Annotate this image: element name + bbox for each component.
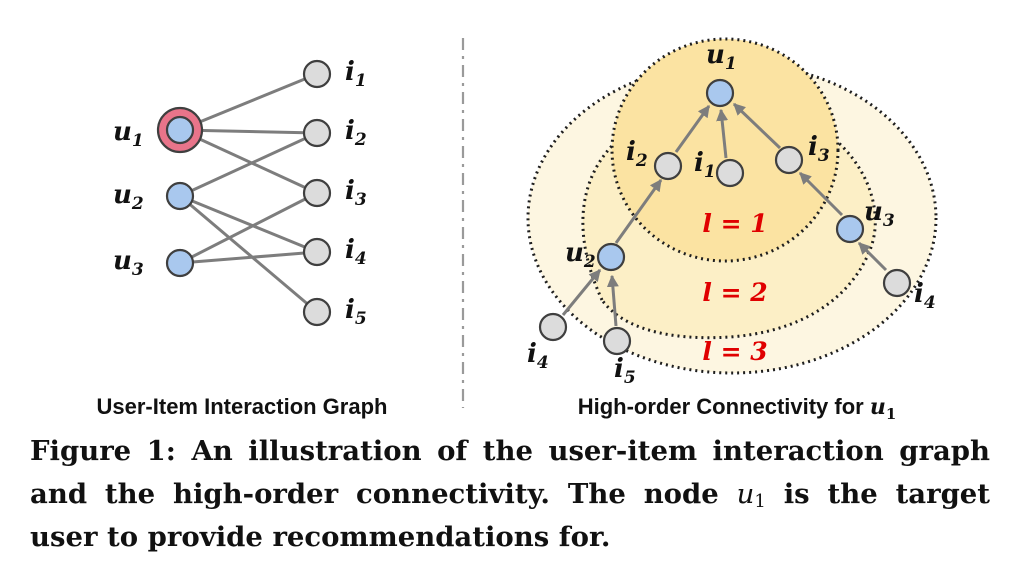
user-label-u1: u1 <box>113 117 144 151</box>
tree-item-node-i5 <box>602 326 632 356</box>
figure-caption: Figure 1: An illustration of the user-it… <box>30 430 990 559</box>
tree-user-node-u2 <box>596 242 626 272</box>
tree-label-i4-left: i4 <box>527 339 549 373</box>
user-label-u2: u2 <box>113 180 144 214</box>
edge-u1-i3 <box>179 128 318 195</box>
bipartite-graph: u1 u2 u3 i1 i2 i3 i4 i5 User-Item Intera… <box>97 57 388 419</box>
tree-label-i2: i2 <box>626 137 648 171</box>
layer-label-1: l = 1 <box>702 209 767 238</box>
item-node-i2 <box>302 118 332 148</box>
user-node-u3 <box>165 248 195 278</box>
right-panel-subtitle: High-order Connectivity for u1 <box>578 394 897 423</box>
edge-u2-i2 <box>614 179 663 244</box>
edge-u3-i4 <box>179 250 318 265</box>
caption-prefix: Figure 1: An illustration of the user-it… <box>30 435 990 510</box>
tree-item-node-i3 <box>774 145 804 175</box>
tree-label-u2: u2 <box>565 238 596 272</box>
edge-u1-i1 <box>179 72 318 132</box>
tree-label-i4-right: i4 <box>914 279 936 313</box>
tree-item-node-i2 <box>653 151 683 181</box>
user-node-u2 <box>165 181 195 211</box>
tree-item-node-i4-left <box>538 312 568 342</box>
tree-label-i3: i3 <box>808 132 830 166</box>
edge-i4-u3 <box>857 241 888 272</box>
layer-label-2: l = 2 <box>702 278 767 307</box>
item-label-i1: i1 <box>345 57 367 91</box>
caption-suffix: is the target user to provide recommenda… <box>30 478 991 553</box>
item-node-i5 <box>302 297 332 327</box>
tree-edges <box>561 102 888 327</box>
tree-label-i5: i5 <box>614 354 636 388</box>
tree-user-node-u1 <box>705 78 735 108</box>
tree-item-node-i1 <box>715 158 745 188</box>
tree-user-node-u3 <box>835 214 865 244</box>
bipartite-edges <box>179 72 318 314</box>
edge-i1-u1 <box>716 108 729 159</box>
caption-variable: u <box>736 478 755 510</box>
edge-i5-u2 <box>606 274 619 327</box>
edge-u2-i2 <box>179 131 318 198</box>
edge-i3-u1 <box>732 102 782 150</box>
tree-label-u3: u3 <box>864 197 895 231</box>
item-label-i4: i4 <box>345 235 367 269</box>
caption-variable-subscript: 1 <box>754 491 766 512</box>
layer-label-3: l = 3 <box>702 337 767 366</box>
edge-i2-u1 <box>674 105 711 153</box>
figure-diagram: u1 u2 u3 i1 i2 i3 i4 i5 User-Item Intera… <box>97 37 938 423</box>
edge-i4-u2 <box>561 269 602 316</box>
edge-u2-i5 <box>179 194 318 314</box>
item-node-i3 <box>302 178 332 208</box>
item-label-i2: i2 <box>345 116 367 150</box>
left-panel-subtitle: User-Item Interaction Graph <box>97 394 388 419</box>
item-node-i4 <box>302 237 332 267</box>
edge-u2-i4 <box>179 194 318 254</box>
edge-u3-i3 <box>179 191 318 265</box>
tree-label-u1: u1 <box>706 40 737 74</box>
edge-u3-i3 <box>798 171 844 217</box>
item-label-i5: i5 <box>345 295 367 329</box>
item-node-i1 <box>302 59 332 89</box>
tree-label-i1: i1 <box>694 148 716 182</box>
user-label-u3: u3 <box>113 246 144 280</box>
item-label-i3: i3 <box>345 176 367 210</box>
tree-item-node-i4-right <box>882 268 912 298</box>
connectivity-tree: u1 i2 i1 i3 u2 u3 i4 i5 i4 l = 1 l = 2 l… <box>526 37 938 423</box>
user-node-u1 <box>165 115 195 145</box>
